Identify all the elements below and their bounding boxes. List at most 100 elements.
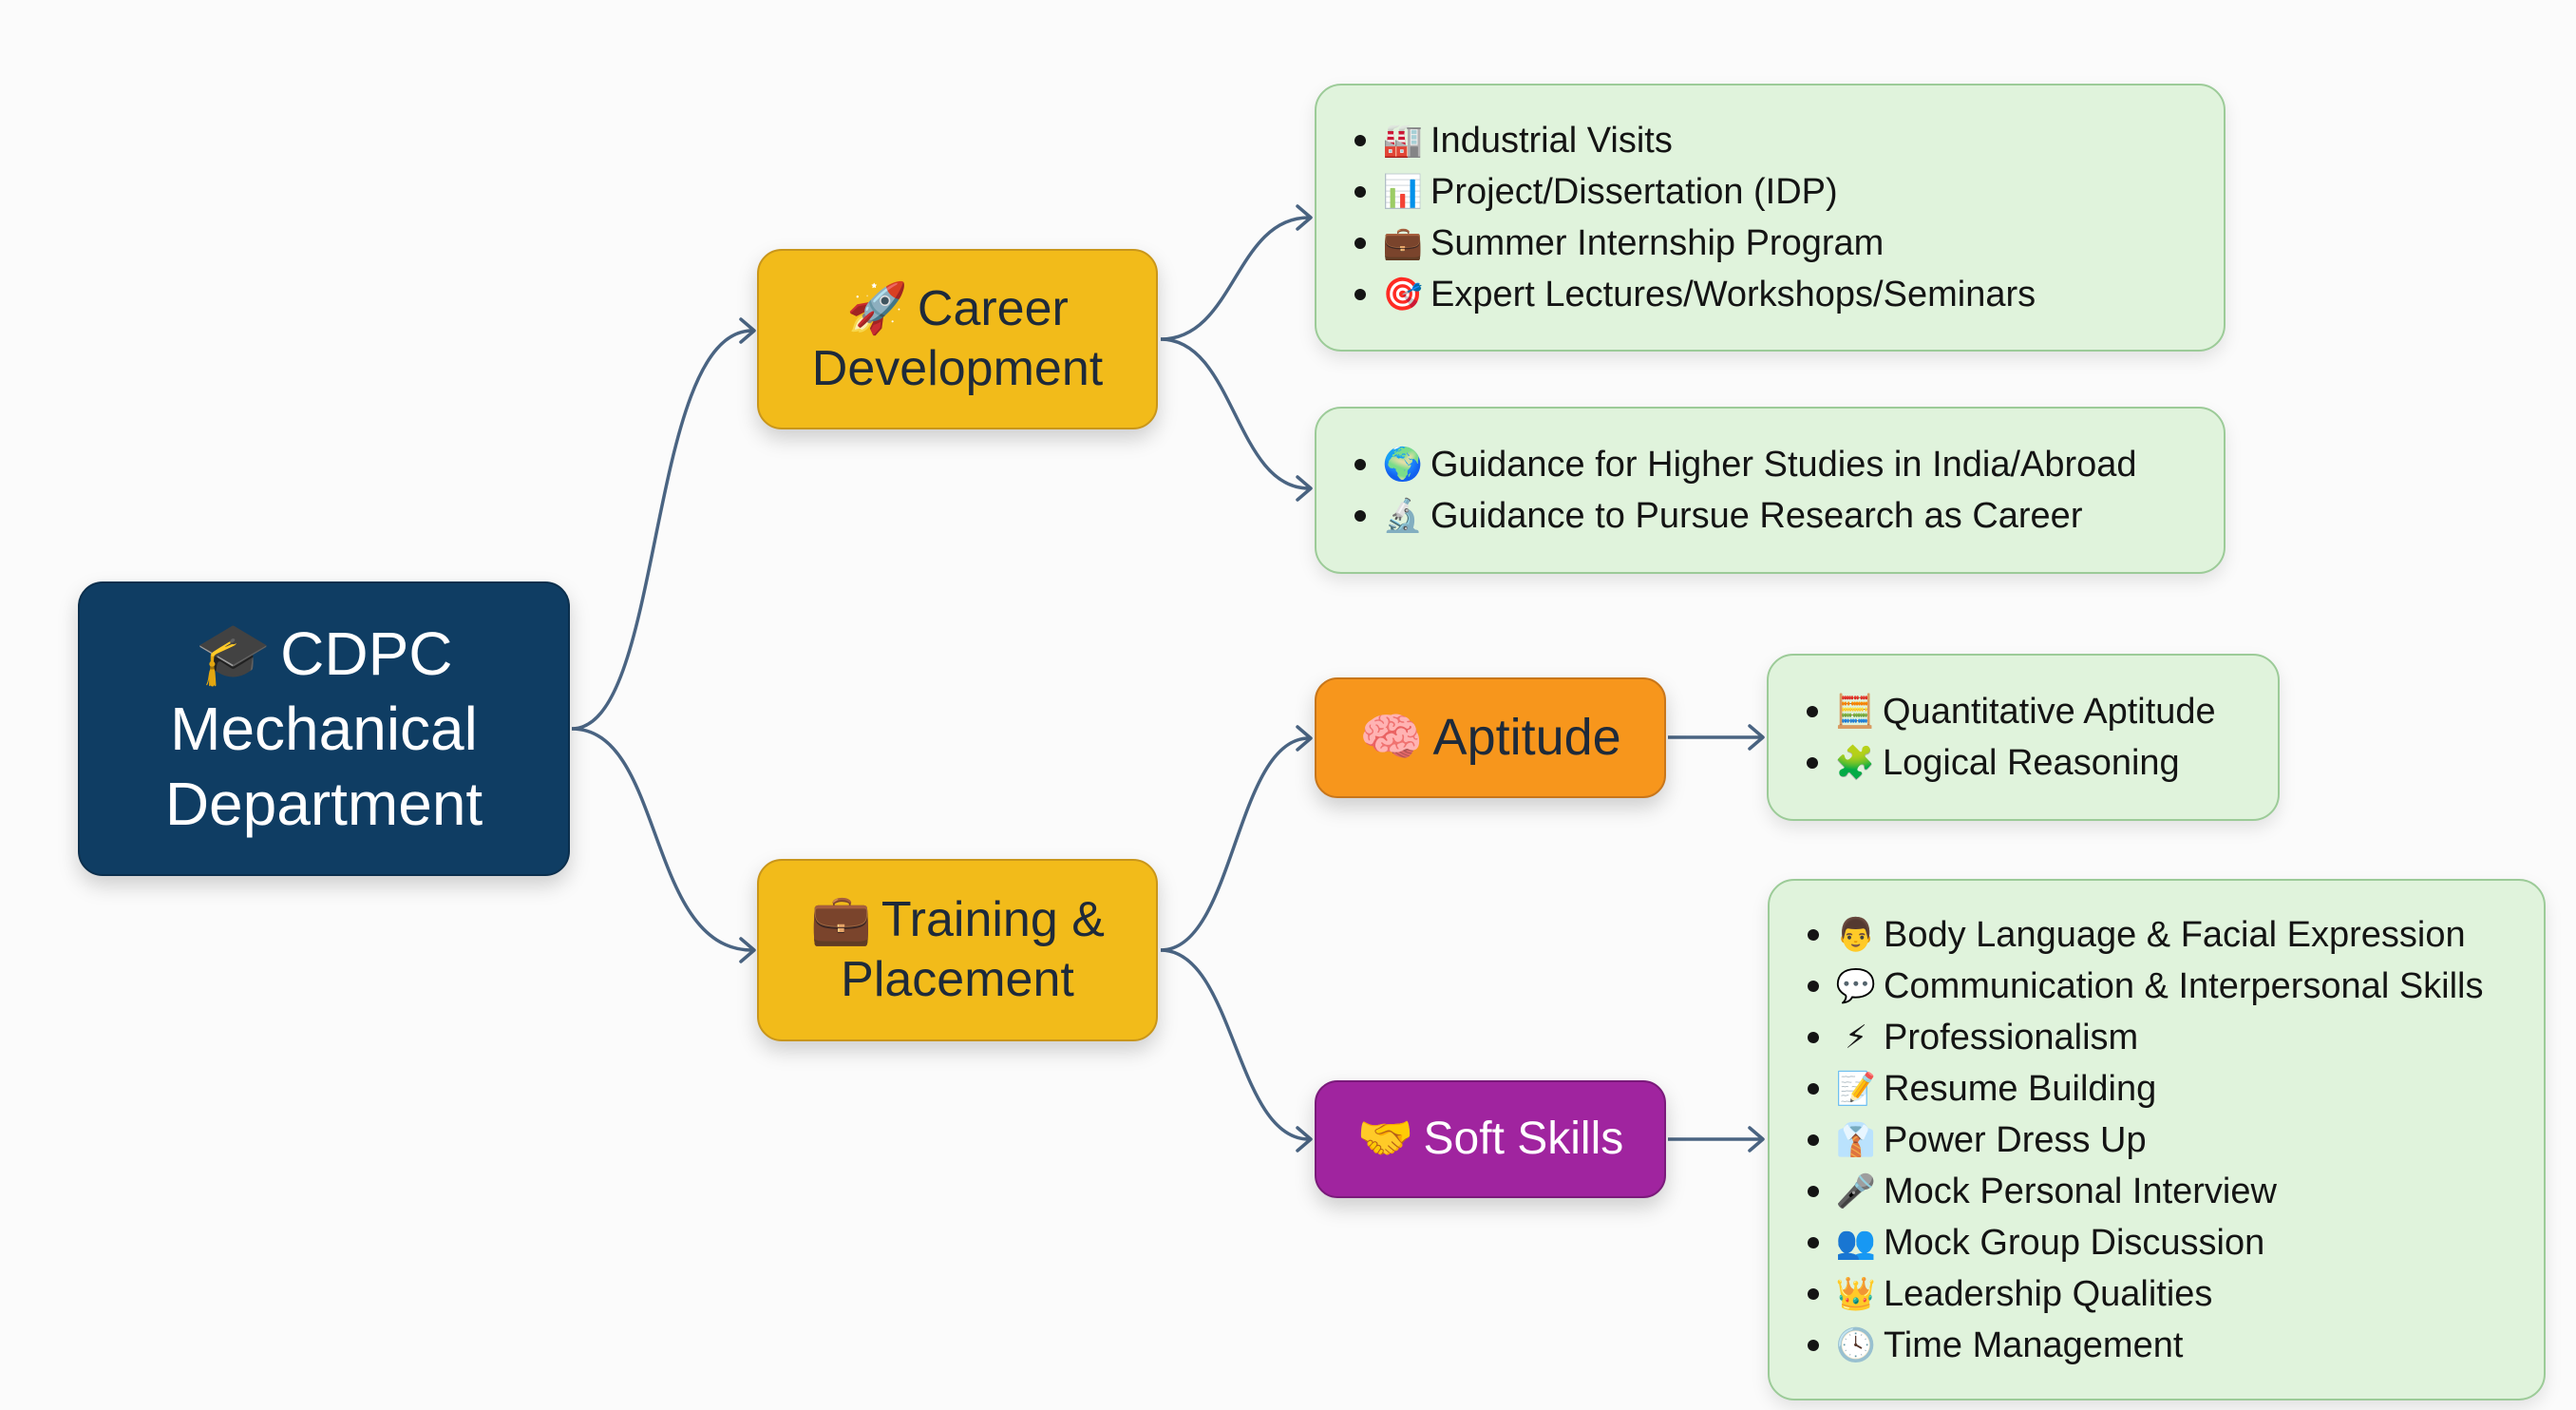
connector-career-to-leaf-2 [1160, 337, 1310, 490]
branch-node-career-development[interactable]: 🚀Career Development [757, 249, 1158, 429]
sub-node-soft-skills[interactable]: 🤝Soft Skills [1315, 1080, 1666, 1198]
bullet-icon [1807, 706, 1818, 717]
puzzle-icon: 🧩 [1834, 744, 1876, 782]
leaf-box-aptitude: 🧮Quantitative Aptitude 🧩Logical Reasonin… [1767, 654, 2280, 821]
list-item-label: Mock Group Discussion [1884, 1222, 2265, 1263]
bullet-icon [1807, 757, 1818, 769]
bullet-icon [1808, 980, 1819, 992]
calculator-icon: 🧮 [1834, 693, 1876, 731]
arrowhead-training [739, 937, 756, 963]
list-item-label: Leadership Qualities [1884, 1273, 2213, 1314]
list-item: 📊Project/Dissertation (IDP) [1354, 166, 2224, 218]
bullet-icon [1354, 238, 1366, 249]
connector-career-to-leaf-1 [1160, 216, 1310, 341]
sub-node-aptitude[interactable]: 🧠Aptitude [1315, 677, 1666, 798]
factory-icon: 🏭 [1382, 122, 1424, 160]
list-item-label: Time Management [1884, 1324, 2184, 1365]
branch-node-training-placement[interactable]: 💼Training & Placement [757, 859, 1158, 1041]
career-activities-list: 🏭Industrial Visits 📊Project/Dissertation… [1354, 115, 2224, 320]
bullet-icon [1808, 1236, 1819, 1248]
list-item-label: Quantitative Aptitude [1883, 692, 2216, 732]
memo-icon: 📝 [1835, 1069, 1877, 1108]
handshake-icon: 🤝 [1356, 1112, 1414, 1166]
list-item: 💬Communication & Interpersonal Skills [1808, 961, 2544, 1012]
list-item-label: Project/Dissertation (IDP) [1430, 172, 1838, 212]
soft-skills-list: 👨Body Language & Facial Expression 💬Comm… [1808, 909, 2544, 1371]
list-item-label: Resume Building [1884, 1068, 2157, 1109]
arrowhead-leaf-1 [1296, 204, 1313, 231]
root-title-line-2: Mechanical [170, 695, 478, 764]
list-item: 🌍Guidance for Higher Studies in India/Ab… [1354, 439, 2224, 490]
arrowhead-soft-leaf [1748, 1126, 1765, 1153]
arrowhead-soft-skills [1296, 1126, 1313, 1153]
training-title-line-2: Placement [841, 952, 1074, 1007]
brain-icon: 🧠 [1359, 707, 1424, 768]
career-title-line-2: Development [811, 341, 1104, 396]
connector-training-to-aptitude [1160, 736, 1310, 952]
graduation-cap-icon: 🎓 [195, 619, 272, 691]
person-icon: 👨 [1835, 915, 1877, 954]
leaf-box-career-activities: 🏭Industrial Visits 📊Project/Dissertation… [1315, 84, 2226, 352]
clock-icon: 🕓 [1835, 1325, 1877, 1364]
list-item: ⚡Professionalism [1808, 1012, 2544, 1063]
bullet-icon [1354, 510, 1366, 522]
bullet-icon [1808, 928, 1819, 941]
list-item-label: Communication & Interpersonal Skills [1884, 965, 2484, 1006]
globe-icon: 🌍 [1382, 446, 1424, 484]
list-item-label: Industrial Visits [1430, 121, 1673, 161]
connector-root-to-career [571, 329, 753, 731]
bullet-icon [1808, 1082, 1819, 1095]
bullet-icon [1808, 1031, 1819, 1043]
microphone-icon: 🎤 [1835, 1172, 1877, 1210]
connector-root-to-training [571, 727, 753, 952]
root-node-cdpc-mechanical-department[interactable]: 🎓CDPC Mechanical Department [78, 581, 570, 876]
list-item: 👔Power Dress Up [1808, 1115, 2544, 1166]
list-item: 👨Body Language & Facial Expression [1808, 909, 2544, 961]
briefcase-icon: 💼 [1382, 224, 1424, 262]
root-title-line-3: Department [164, 769, 483, 838]
bullet-icon [1354, 459, 1366, 470]
bullet-icon [1808, 1185, 1819, 1197]
list-item-label: Guidance to Pursue Research as Career [1430, 496, 2083, 536]
list-item-label: Power Dress Up [1884, 1119, 2147, 1160]
bullet-icon [1808, 1287, 1819, 1300]
soft-skills-title: Soft Skills [1423, 1114, 1624, 1165]
career-title-line-1: Career [917, 280, 1069, 336]
root-title-line-1: CDPC [280, 619, 453, 689]
list-item: 🎯Expert Lectures/Workshops/Seminars [1354, 269, 2224, 320]
rocket-icon: 🚀 [846, 279, 908, 337]
aptitude-list: 🧮Quantitative Aptitude 🧩Logical Reasonin… [1807, 686, 2278, 789]
leaf-box-soft-skills: 👨Body Language & Facial Expression 💬Comm… [1768, 879, 2546, 1400]
list-item: 🔬Guidance to Pursue Research as Career [1354, 490, 2224, 542]
bullet-icon [1808, 1339, 1819, 1351]
microscope-icon: 🔬 [1382, 497, 1424, 535]
arrowhead-leaf-2 [1296, 475, 1313, 502]
list-item: 🧩Logical Reasoning [1807, 737, 2278, 789]
arrowhead-aptitude-leaf [1748, 724, 1765, 751]
list-item: 👑Leadership Qualities [1808, 1268, 2544, 1320]
career-guidance-list: 🌍Guidance for Higher Studies in India/Ab… [1354, 439, 2224, 542]
bullet-icon [1808, 1134, 1819, 1146]
briefcase-icon: 💼 [810, 890, 872, 948]
people-icon: 👥 [1835, 1223, 1877, 1262]
list-item: 📝Resume Building [1808, 1063, 2544, 1115]
list-item-label: Expert Lectures/Workshops/Seminars [1430, 275, 2036, 314]
list-item: 🕓Time Management [1808, 1320, 2544, 1371]
bullet-icon [1354, 135, 1366, 146]
training-title-line-1: Training & [881, 891, 1105, 947]
list-item-label: Guidance for Higher Studies in India/Abr… [1430, 445, 2137, 485]
bar-chart-icon: 📊 [1382, 173, 1424, 211]
list-item: 👥Mock Group Discussion [1808, 1217, 2544, 1268]
target-icon: 🎯 [1382, 276, 1424, 314]
speech-bubble-icon: 💬 [1835, 966, 1877, 1005]
leaf-box-career-guidance: 🌍Guidance for Higher Studies in India/Ab… [1315, 407, 2226, 574]
list-item: 🎤Mock Personal Interview [1808, 1166, 2544, 1217]
list-item: 🏭Industrial Visits [1354, 115, 2224, 166]
connector-training-to-soft-skills [1160, 948, 1310, 1141]
arrowhead-career [739, 317, 756, 344]
list-item-label: Body Language & Facial Expression [1884, 914, 2466, 955]
lightning-icon: ⚡ [1845, 1018, 1867, 1057]
arrowhead-aptitude [1296, 725, 1313, 752]
list-item-label: Summer Internship Program [1430, 223, 1885, 263]
bullet-icon [1354, 289, 1366, 300]
